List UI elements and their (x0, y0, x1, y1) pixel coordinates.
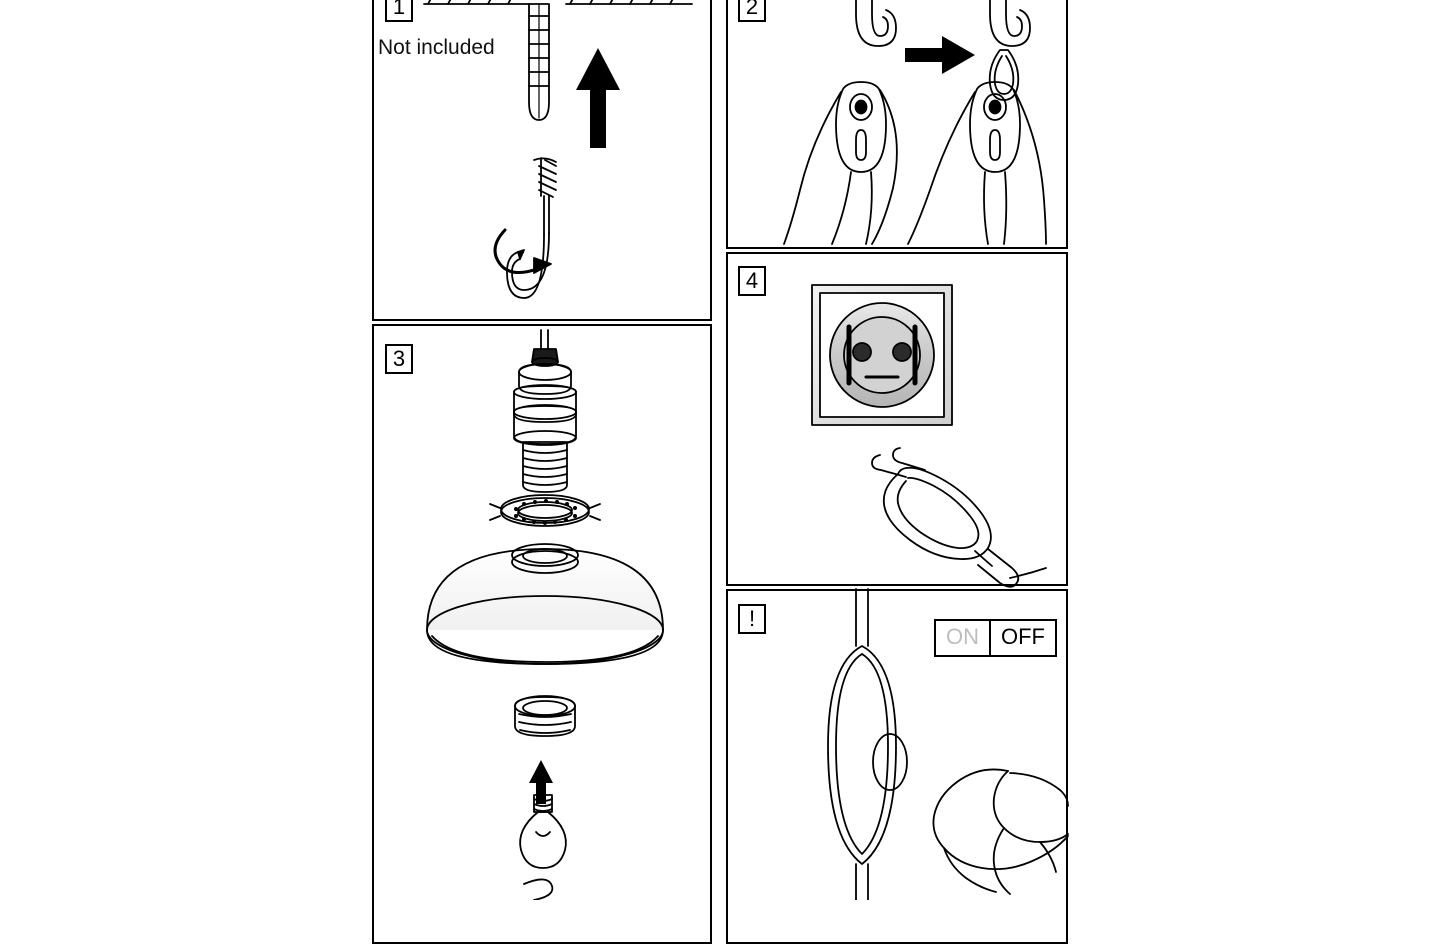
panel-3 (372, 324, 712, 944)
step-badge-3: 3 (385, 344, 413, 374)
panel-2 (726, 0, 1068, 249)
step-badge-warning: ! (738, 604, 766, 634)
panel-4 (726, 252, 1068, 586)
instruction-sheet: 1 3 2 4 ! Not included ON OFF (372, 0, 1069, 944)
not-included-label: Not included (378, 36, 495, 59)
on-off-indicator: ON OFF (934, 619, 1057, 657)
step-badge-4: 4 (738, 266, 766, 296)
switch-state-on: ON (936, 621, 991, 655)
step-badge-2: 2 (738, 0, 766, 22)
illustration-layer (423, 0, 1069, 900)
step-badge-1: 1 (385, 0, 413, 22)
switch-state-off: OFF (991, 621, 1055, 655)
